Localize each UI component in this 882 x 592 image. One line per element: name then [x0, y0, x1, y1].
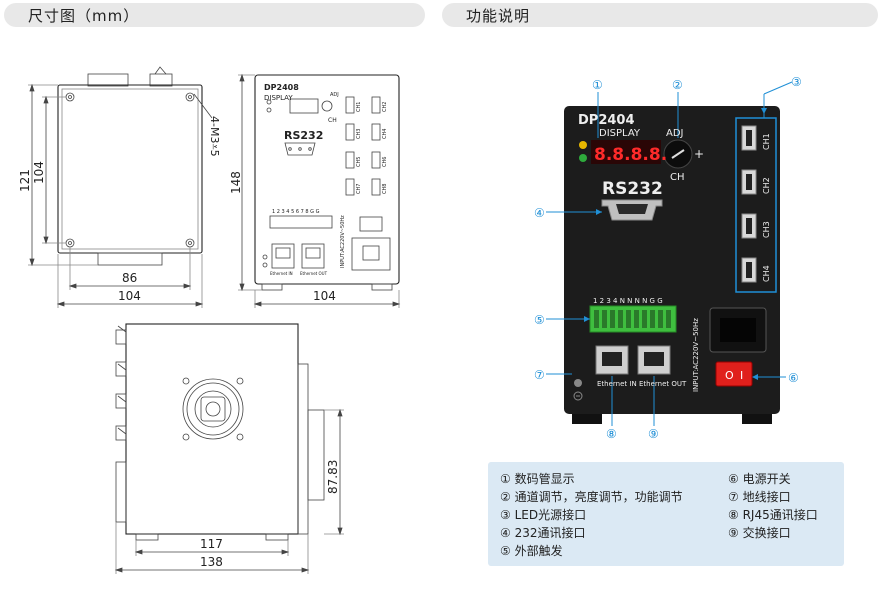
svg-text:I: I	[740, 369, 743, 382]
ground-terminal	[574, 379, 582, 387]
panel-ch5-label: CH5	[356, 157, 362, 167]
panel-ch3-label: CH3	[356, 129, 362, 139]
side-view	[114, 323, 344, 574]
dim-104-horizontal-label: 104	[118, 289, 141, 303]
callout-2: ②	[672, 78, 683, 92]
dim-104-vertical-label: 104	[32, 161, 46, 184]
panel-input-label: INPUT:AC220V~50Hz	[340, 215, 346, 268]
knob-plus-label: +	[694, 147, 704, 161]
legend-item-1: ① 数码管显示	[500, 472, 575, 486]
dim-138-label: 138	[200, 555, 223, 569]
dim-148-label: 148	[229, 171, 243, 194]
panel-model-label: DP2408	[264, 83, 299, 92]
callout-1: ①	[592, 78, 603, 92]
power-switch[interactable]	[715, 361, 753, 387]
device-adj-label: ADJ	[666, 128, 684, 139]
callout-3: ③	[791, 75, 802, 89]
function-description-title: 功能说明	[466, 6, 531, 25]
panel-ch6-label: CH6	[382, 157, 388, 167]
dimension-drawing: 121 104 86 104 4-M3⩡5	[18, 66, 401, 574]
panel-view	[238, 73, 401, 308]
legend-item-6: ⑥ 电源开关	[728, 472, 791, 486]
hole-spec-label: 4-M3⩡5	[208, 116, 221, 157]
panel-display-label: DISPLAY	[264, 94, 293, 102]
panel-ch-label: CH	[328, 117, 337, 124]
panel-ch8-label: CH8	[382, 184, 388, 194]
dim-panel-104-label: 104	[313, 289, 336, 303]
callout-7: ⑦	[534, 368, 545, 382]
dim-87-83-label: 87.83	[326, 460, 340, 494]
front-view	[28, 66, 213, 308]
device-ch-label: CH	[670, 172, 685, 183]
device-ch1-label: CH1	[762, 133, 771, 150]
svg-text:O: O	[725, 369, 734, 382]
function-legend: ① 数码管显示 ② 通道调节，亮度调节，功能调节 ③ LED光源接口 ④ 232…	[488, 462, 844, 566]
device-eth-in-label: Ethernet IN	[597, 380, 637, 388]
legend-item-2: ② 通道调节，亮度调节，功能调节	[500, 490, 683, 504]
legend-item-8: ⑧ RJ45通讯接口	[728, 508, 818, 522]
front-view-labels: 121 104 86 104 4-M3⩡5	[18, 116, 221, 303]
panel-rs232-label: RS232	[284, 129, 323, 142]
device-eth-out-label: Ethernet OUT	[639, 380, 687, 388]
device-model-label: DP2404	[578, 113, 635, 128]
device-rs232-label: RS232	[602, 179, 663, 199]
status-led-green	[579, 154, 587, 162]
callout-5: ⑤	[534, 313, 545, 327]
knob-minus-label: -	[656, 148, 660, 161]
legend-item-7: ⑦ 地线接口	[728, 490, 791, 504]
device-ch4-label: CH4	[762, 265, 771, 282]
panel-eth-in-label: Ethernet IN	[270, 271, 293, 276]
panel-ch2-label: CH2	[382, 102, 388, 112]
panel-eth-out-label: Ethernet OUT	[300, 271, 328, 276]
callout-8: ⑧	[606, 427, 617, 441]
device-terminal-label: 1 2 3 4 N N N N G G	[593, 297, 663, 305]
panel-ch7-label: CH7	[356, 184, 362, 194]
function-description-header: 功能说明	[442, 3, 878, 27]
device-photo: O I ① ② ③ ④ ⑤ ⑥ ⑦ ⑧ ⑨ DP2404 DISPLAY AD	[534, 75, 802, 441]
callout-4: ④	[534, 206, 545, 220]
panel-ch4-label: CH4	[382, 129, 388, 139]
side-view-labels: 87.83 117 138	[200, 460, 340, 569]
display-digits: 8.8.8.8.	[594, 145, 667, 165]
callout-6: ⑥	[788, 371, 799, 385]
dim-121-label: 121	[18, 169, 32, 192]
callout-9: ⑨	[648, 427, 659, 441]
device-display-label: DISPLAY	[599, 128, 641, 139]
dimension-drawing-header: 尺寸图（mm）	[4, 3, 425, 27]
legend-item-3: ③ LED光源接口	[500, 508, 587, 522]
dim-86-label: 86	[122, 271, 137, 285]
dim-117-label: 117	[200, 537, 223, 551]
panel-adj-label: ADJ	[330, 92, 339, 98]
status-led-yellow	[579, 141, 587, 149]
ch-connector-group[interactable]	[735, 117, 777, 293]
legend-item-5: ⑤ 外部触发	[500, 544, 563, 558]
device-ch3-label: CH3	[762, 221, 771, 238]
panel-view-labels: DP2408 DISPLAY ADJ CH RS232 1 2 3 4 5 6 …	[229, 83, 388, 303]
led-display	[591, 140, 661, 164]
panel-terminal-label: 1 2 3 4 5 6 7 8 G G	[272, 209, 320, 215]
panel-ch1-label: CH1	[356, 102, 362, 112]
device-ch2-label: CH2	[762, 177, 771, 194]
legend-item-9: ⑨ 交换接口	[728, 526, 791, 540]
legend-item-4: ④ 232通讯接口	[500, 526, 586, 540]
dimension-drawing-title: 尺寸图（mm）	[28, 6, 140, 25]
device-input-label: INPUT:AC220V~50Hz	[692, 318, 700, 392]
